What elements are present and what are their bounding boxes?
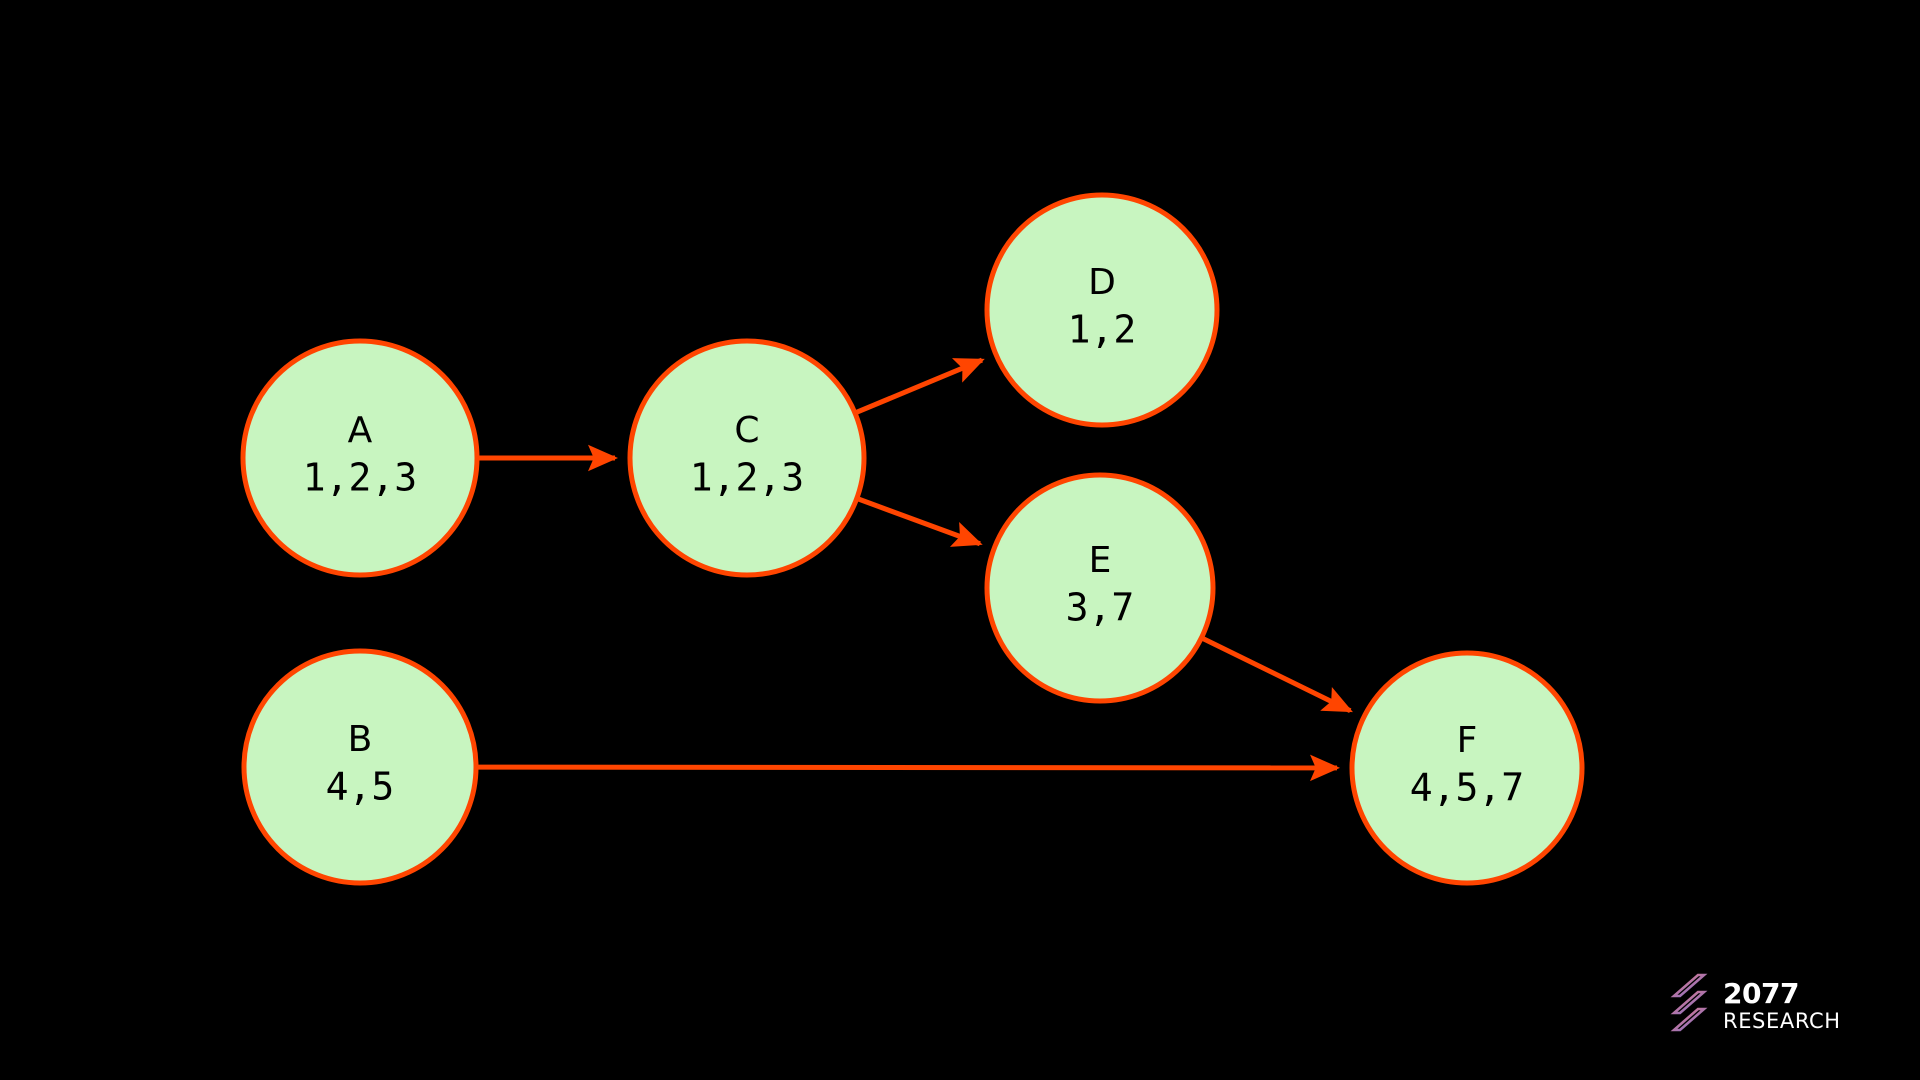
edge-E-F: [1201, 635, 1353, 713]
node-d-circle[interactable]: [984, 192, 1220, 428]
node-c-values: 1,2,3: [690, 456, 804, 500]
node-c-letter: C: [734, 410, 759, 451]
node-e-values: 3,7: [1066, 586, 1135, 630]
watermark-subtitle: RESEARCH: [1723, 1009, 1841, 1033]
nodes-layer: A 1,2,3 B 4,5 C 1,2,3 D 1,2 E 3,: [240, 192, 1585, 886]
edges-layer: [476, 357, 1353, 782]
node-a-circle[interactable]: [240, 338, 480, 578]
node-c-circle[interactable]: [627, 338, 867, 578]
graph-node-b[interactable]: B 4,5: [241, 648, 479, 886]
edge-C-D: [854, 357, 985, 415]
node-b-letter: B: [348, 719, 373, 760]
node-a-values: 1,2,3: [303, 456, 417, 500]
node-d-letter: D: [1088, 262, 1116, 303]
node-f-values: 4,5,7: [1410, 766, 1524, 810]
edge-C-E: [856, 496, 983, 547]
node-b-circle[interactable]: [241, 648, 479, 886]
graph-node-f[interactable]: F 4,5,7: [1349, 650, 1585, 886]
graph-node-d[interactable]: D 1,2: [984, 192, 1220, 428]
watermark-2077-research: 2077 RESEARCH: [1668, 966, 1868, 1046]
slash-stack-icon: [1670, 973, 1708, 1032]
edge-B-F: [476, 754, 1340, 782]
watermark-title: 2077: [1723, 977, 1799, 1010]
node-d-values: 1,2: [1068, 308, 1137, 352]
node-a-letter: A: [348, 410, 373, 451]
graph-node-c[interactable]: C 1,2,3: [627, 338, 867, 578]
graph-node-e[interactable]: E 3,7: [984, 472, 1216, 704]
graph-node-a[interactable]: A 1,2,3: [240, 338, 480, 578]
node-e-letter: E: [1089, 540, 1112, 581]
node-e-circle[interactable]: [984, 472, 1216, 704]
watermark-text: 2077 RESEARCH: [1723, 980, 1841, 1032]
node-b-values: 4,5: [326, 765, 395, 809]
node-f-circle[interactable]: [1349, 650, 1585, 886]
node-f-letter: F: [1457, 720, 1478, 761]
